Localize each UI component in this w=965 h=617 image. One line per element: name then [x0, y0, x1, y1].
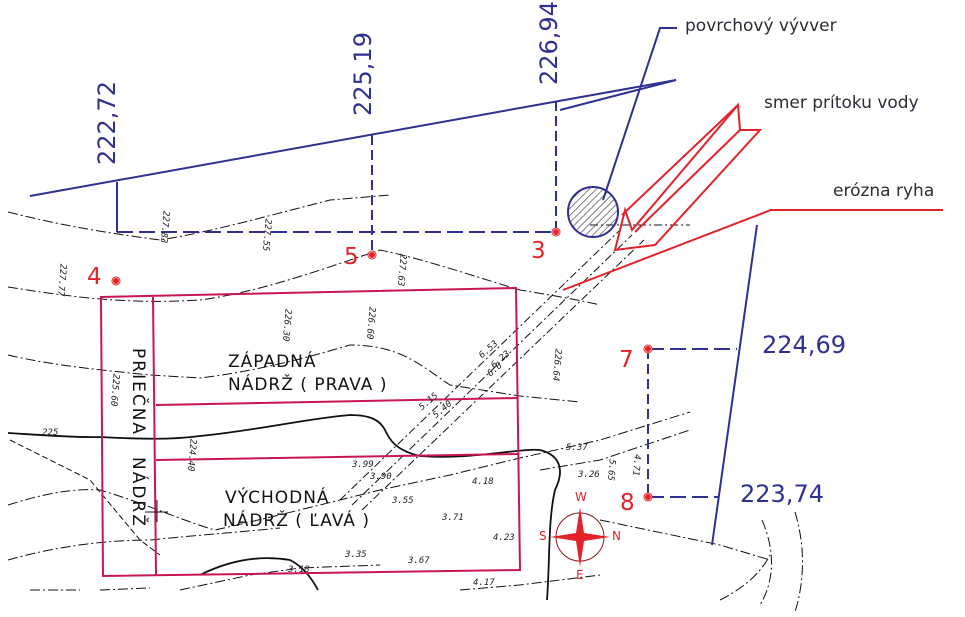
cross-tank-label-2: NÁDRŽ [128, 457, 148, 528]
survey-label: 3.26 [578, 470, 600, 480]
survey-label: 5.65 [604, 458, 617, 482]
compass-e: E [576, 568, 584, 582]
survey-label: 3.55 [392, 496, 414, 506]
survey-label: 4.17 [473, 578, 495, 588]
west-tank-label-2: NÁDRŽ ( PRAVA ) [228, 375, 388, 395]
spring-symbol [567, 186, 619, 238]
compass-rose [550, 507, 610, 567]
survey-label: 4.71 [629, 453, 642, 477]
elevation-profile [29, 27, 758, 546]
tanks-outline [99, 286, 522, 578]
solid-terrain-lines [7, 414, 561, 601]
inflow-arrow [613, 102, 763, 252]
survey-label: 4.18 [472, 477, 494, 487]
cross-mark [145, 500, 168, 522]
gully-leader [562, 209, 943, 291]
west-tank-label-1: ZÁPADNÁ [228, 352, 317, 372]
terrain-contours [7, 194, 803, 613]
legend-spring: povrchový vývver [685, 16, 837, 36]
survey-label: 5.37 [566, 443, 588, 453]
compass-s: S [539, 529, 547, 543]
survey-label: 3.99 [352, 460, 374, 470]
point-4: 4 [87, 264, 102, 290]
elevation-label-1: 222,72 [93, 81, 121, 165]
point-8: 8 [620, 490, 635, 516]
pipeline [339, 224, 690, 511]
east-tank-label-2: NÁDRŽ ( ĽAVÁ ) [223, 511, 370, 531]
legend-gully: erózna ryha [833, 181, 935, 201]
cross-tank-divider [152, 296, 157, 576]
west-east-divider-top [155, 397, 519, 406]
elevation-label-5: 223,74 [740, 480, 824, 508]
tank-outer [99, 286, 522, 578]
compass-w: W [575, 490, 587, 504]
survey-label: 225 [42, 428, 59, 438]
legend-inflow: smer prítoku vody [764, 93, 919, 113]
survey-label: 3.35 [345, 550, 367, 560]
point-5: 5 [344, 244, 359, 270]
point-7: 7 [619, 347, 634, 373]
west-east-divider-bottom [155, 453, 519, 461]
elevation-label-2: 225,19 [349, 32, 377, 116]
point-3: 3 [531, 238, 546, 264]
compass-n: N [612, 529, 621, 543]
east-tank-label-1: VÝCHODNÁ [225, 488, 330, 508]
survey-points [111, 227, 653, 502]
survey-label: 4.23 [493, 533, 515, 543]
cross-tank-label-1: PRIEČNA [128, 348, 148, 437]
survey-label: 3.71 [442, 513, 464, 523]
elevation-label-4: 224,69 [762, 331, 846, 359]
survey-label: 3.18 [288, 565, 310, 575]
survey-label: 3.90 [370, 472, 392, 482]
survey-label: 3.67 [408, 556, 430, 566]
elevation-label-3: 226,94 [535, 1, 563, 85]
